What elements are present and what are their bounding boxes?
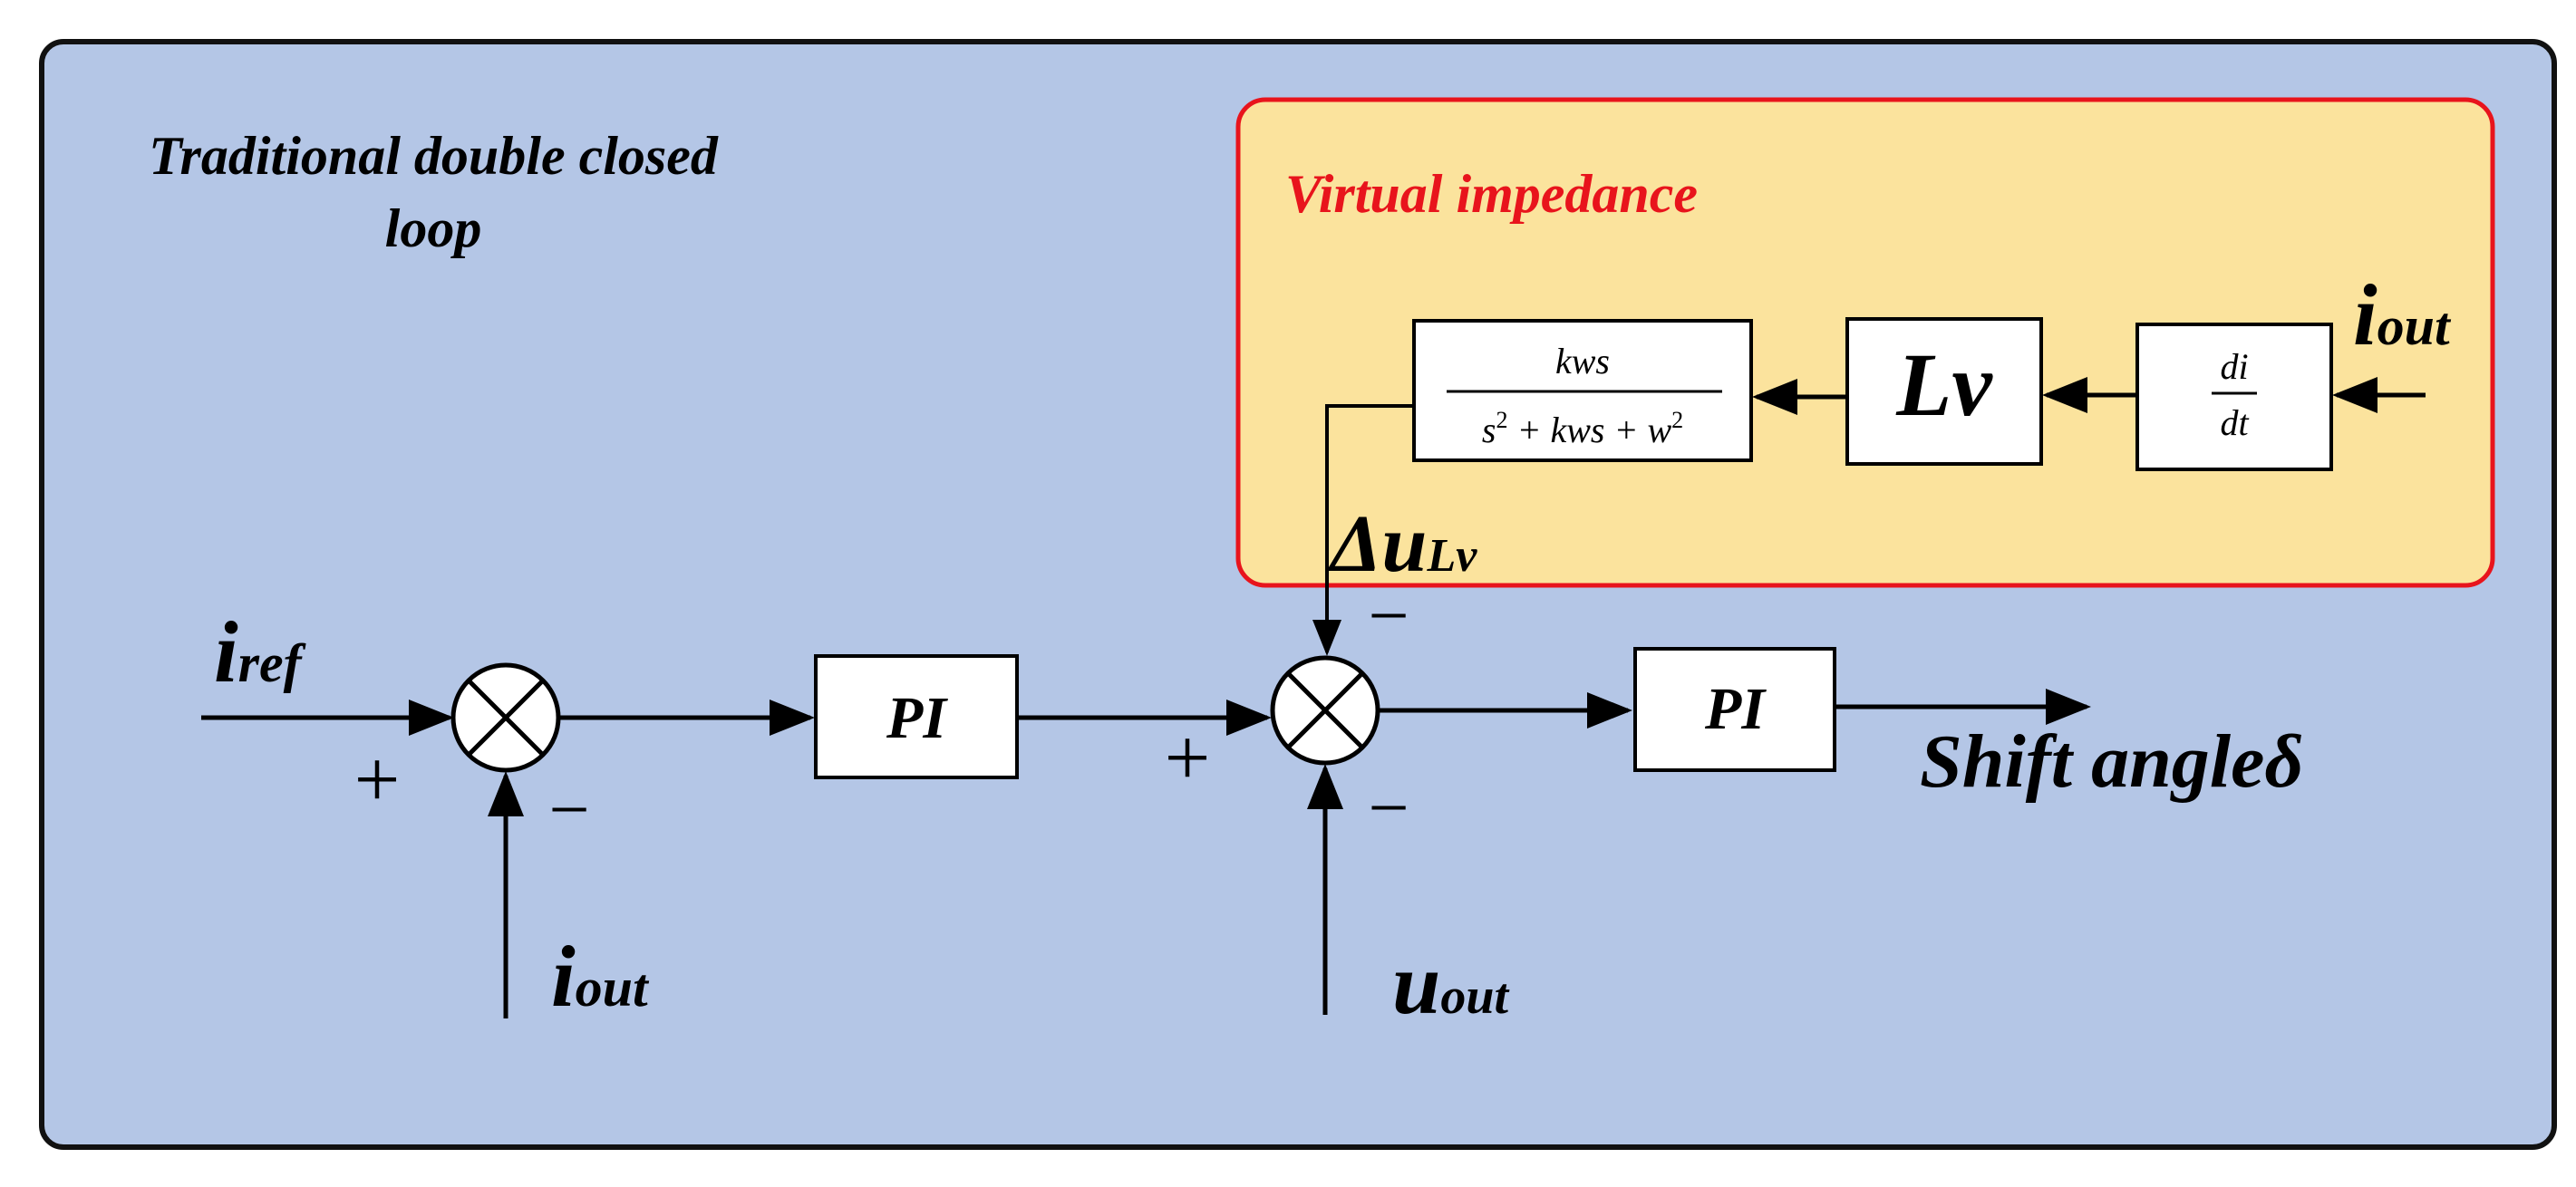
output-shift-angle-label: Shift angleδ [1920, 719, 2303, 804]
derivative-numerator: di [2220, 346, 2248, 387]
pi-block-2-label: PI [1704, 676, 1767, 742]
iout-main: i [551, 928, 576, 1025]
pi-block-1 [814, 654, 1019, 779]
filter-numerator: kws [1555, 341, 1610, 381]
delta-u-label: ΔuLv [1328, 499, 1477, 589]
summing-junction-2 [1270, 655, 1380, 766]
virtual-impedance-title: Virtual impedance [1285, 164, 1698, 224]
delta-u-prefix: Δu [1328, 499, 1427, 589]
outer-panel-title-line2: loop [385, 198, 482, 258]
uout-sub: out [1440, 969, 1509, 1025]
lv-block-label: Lv [1895, 334, 1993, 435]
sum2-plus-sign: + [1165, 713, 1211, 803]
delta-u-sub: Lv [1426, 530, 1477, 582]
sum2-minus-top-sign: − [1368, 576, 1409, 656]
pi-block-2 [1633, 647, 1836, 772]
filter-den-w: w [1647, 410, 1671, 450]
filter-denominator: s2 + kws + w2 [1482, 407, 1683, 450]
iout-vi-label: iout [2353, 266, 2452, 363]
filter-to-sum2-arrow [1312, 404, 1414, 656]
pi-block-1-label: PI [886, 685, 948, 751]
iref-sub: ref [238, 633, 306, 693]
iout-vi-sub: out [2377, 296, 2452, 356]
iout-vi-main: i [2353, 266, 2377, 363]
uout-main: u [1392, 935, 1440, 1032]
iout-sub: out [576, 958, 650, 1018]
sum1-plus-sign: + [354, 735, 401, 825]
iout-label: iout [551, 928, 650, 1025]
filter-den-s: s [1482, 410, 1496, 450]
iref-main: i [214, 603, 238, 700]
iref-label: iref [214, 603, 306, 700]
outer-panel-title-line1: Traditional double closed [149, 126, 719, 186]
filter-den-mid: + kws + [1507, 410, 1647, 450]
summing-junction-1 [450, 662, 561, 773]
filter-den-exp1: 2 [1496, 407, 1507, 433]
uout-label: uout [1392, 935, 1510, 1032]
derivative-block [2135, 323, 2333, 471]
sum2-minus-bottom-sign: − [1368, 768, 1409, 848]
lv-block [1845, 317, 2043, 466]
derivative-denominator: dt [2220, 402, 2249, 443]
sum1-minus-sign: − [548, 770, 589, 850]
filter-den-exp2: 2 [1671, 407, 1683, 433]
